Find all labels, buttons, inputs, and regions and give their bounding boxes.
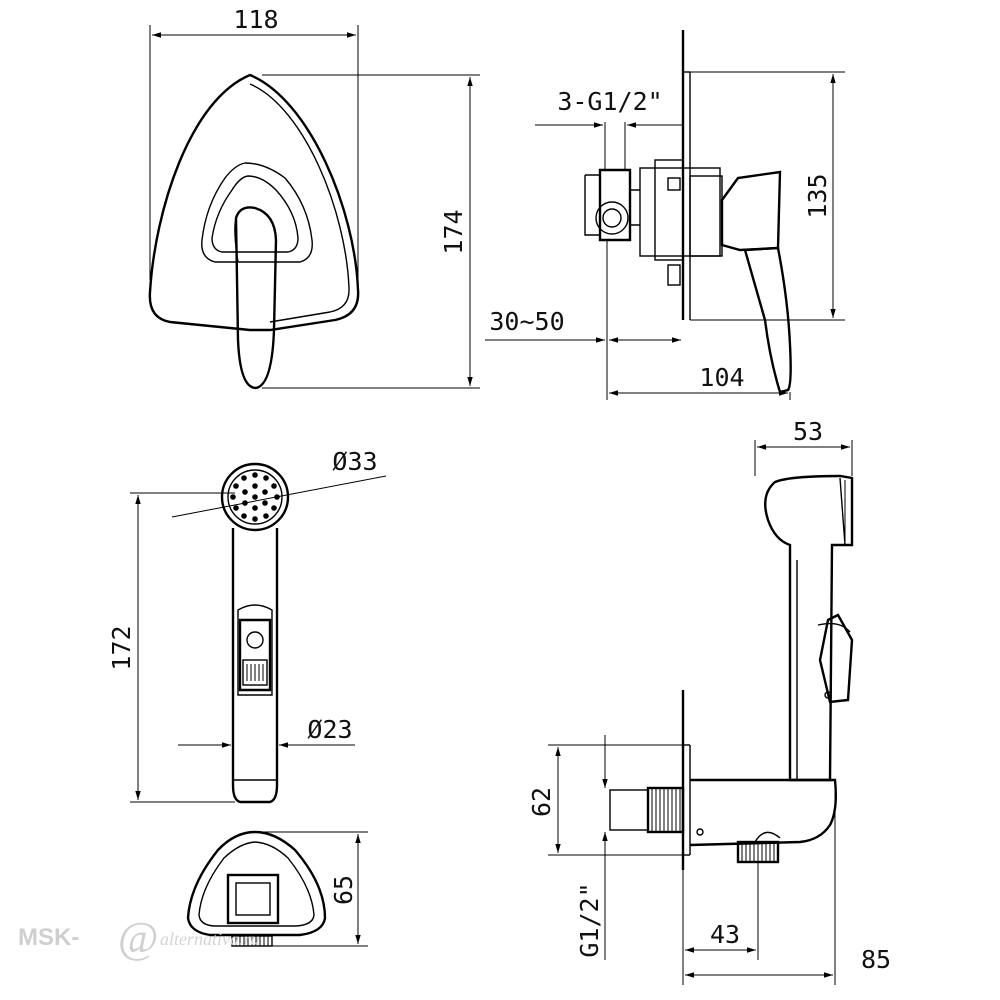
dim-172-label: 172 <box>107 625 136 670</box>
dim-135-label: 135 <box>803 173 832 218</box>
at-sign-icon: @ <box>118 913 159 962</box>
front-view-plate <box>148 73 360 390</box>
dim-3g12-label: 3-G1/2" <box>557 87 662 116</box>
dim-30-50: 30~50 <box>485 240 681 400</box>
svg-text:alternativa.ru: alternativa.ru <box>160 929 260 949</box>
dim-104: 104 <box>609 363 791 400</box>
dim-53-label: 53 <box>793 417 823 446</box>
dim-104-label: 104 <box>699 363 744 392</box>
dim-30-50-label: 30~50 <box>489 307 564 336</box>
dim-g12: G1/2" <box>575 735 608 960</box>
dim-118-label: 118 <box>233 5 278 34</box>
dim-174-label: 174 <box>439 209 468 254</box>
watermark-logo: MSK- @ alternativa.ru <box>18 913 260 962</box>
holder-bottom-view <box>186 830 327 947</box>
dim-62-label: 62 <box>527 787 556 817</box>
hand-shower-side <box>764 474 854 782</box>
svg-text:MSK-: MSK- <box>18 924 79 951</box>
dim-43-label: 43 <box>710 920 740 949</box>
dim-118: 118 <box>149 5 359 280</box>
dim-3g12: 3-G1/2" <box>535 87 683 170</box>
dim-85-label: 85 <box>861 945 891 974</box>
dim-53: 53 <box>754 417 853 476</box>
hand-shower-front <box>220 462 290 804</box>
dim-65-label: 65 <box>329 875 358 905</box>
holder-side-view <box>609 690 838 870</box>
dim-g12-label: G1/2" <box>575 882 604 957</box>
dim-172: 172 <box>107 492 235 803</box>
dim-43: 43 <box>685 862 759 960</box>
dim-d33: Ø33 <box>171 447 387 518</box>
dim-174: 174 <box>262 74 480 389</box>
dim-d33-label: Ø33 <box>332 447 377 476</box>
dim-135: 135 <box>690 71 845 321</box>
dim-d23: Ø23 <box>178 715 355 748</box>
dim-65: 65 <box>258 831 368 947</box>
side-view-body <box>584 30 792 394</box>
dim-d23-label: Ø23 <box>307 715 352 744</box>
dim-85: 85 <box>682 790 891 985</box>
dim-62: 62 <box>527 744 683 856</box>
